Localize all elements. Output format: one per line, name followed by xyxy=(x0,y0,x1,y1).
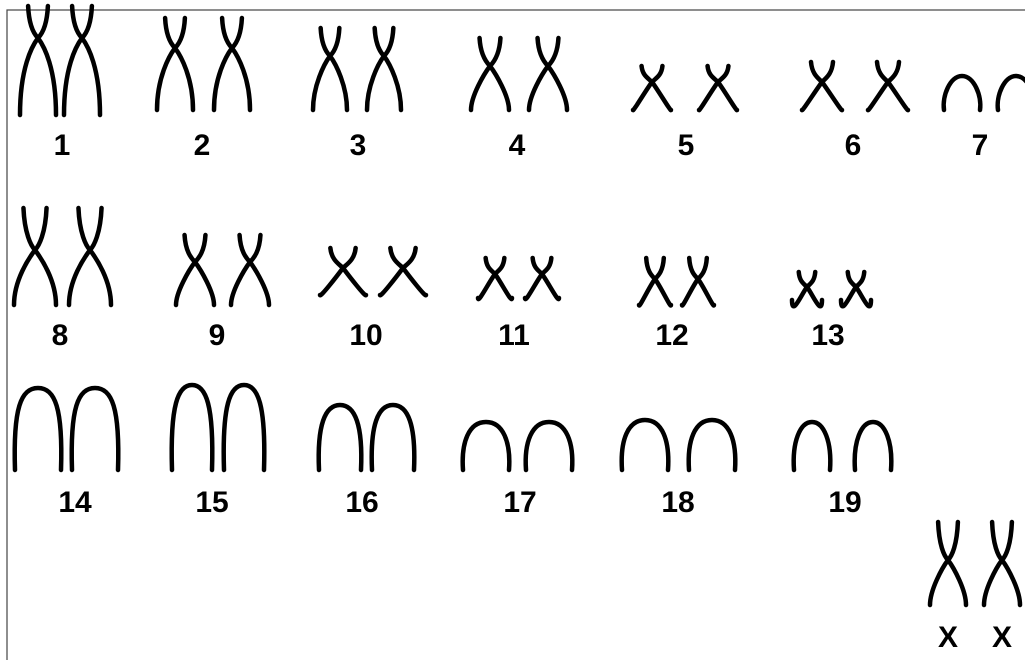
chromosome-pair-6: 6 xyxy=(802,62,908,162)
chromosome-4-b xyxy=(529,38,567,110)
chromosome-18-b xyxy=(689,420,736,470)
chromosome-pair-5: 5 xyxy=(633,66,737,162)
chromosome-label: 2 xyxy=(194,129,211,162)
chromosome-label: 3 xyxy=(350,129,367,162)
chromosome-1-a xyxy=(20,6,56,115)
chromosome-label: 5 xyxy=(678,129,695,162)
chromosome-label: X xyxy=(992,621,1012,654)
chromosome-pair-10: 10 xyxy=(320,248,426,352)
chromosome-17-b xyxy=(526,422,573,470)
chromosome-pair-18: 18 xyxy=(622,420,736,519)
chromosome-pair-11: 11 xyxy=(478,258,559,352)
chromosome-10-a xyxy=(320,248,366,295)
chromosome-11-b xyxy=(525,258,559,299)
chromosome-8-a xyxy=(14,208,56,305)
chromosome-pair-16: 16 xyxy=(319,405,415,519)
chromosome-3-b xyxy=(367,28,401,110)
chromosome-label: 16 xyxy=(345,486,378,519)
chromosome-label: 11 xyxy=(498,319,530,352)
chromosome-label: 10 xyxy=(349,319,382,352)
chromosome-label: 9 xyxy=(209,319,226,352)
chromosome-5-b xyxy=(699,66,737,110)
chromosome-label: 12 xyxy=(655,319,688,352)
chromosome-17-a xyxy=(463,422,510,470)
chromosome-9-a xyxy=(176,235,214,305)
chromosome-15-b xyxy=(224,385,265,470)
chromosome-14-a xyxy=(15,388,62,470)
chromosome-1-b xyxy=(64,6,100,115)
chromosome-label: 1 xyxy=(54,129,71,162)
chromosome-label: 4 xyxy=(509,129,526,162)
chromosome-6-b xyxy=(868,62,908,110)
chromosome-18-a xyxy=(622,420,669,470)
chromosome-12-b xyxy=(682,258,714,305)
chromosome-19-a xyxy=(794,422,831,470)
chromosome-4-a xyxy=(471,38,509,110)
chromosome-label: 13 xyxy=(811,319,844,352)
chromosome-pair-14: 14 xyxy=(15,388,119,519)
chromosome-pair-15: 15 xyxy=(172,385,265,519)
chromosome-2-b xyxy=(214,18,250,110)
chromosome-13-b xyxy=(841,272,871,306)
chromosome-2-a xyxy=(157,18,193,110)
chromosome-16-b xyxy=(372,405,415,470)
chromosome-8-b xyxy=(69,208,111,305)
chromosome-13-a xyxy=(792,272,822,306)
chromosome-7-a xyxy=(944,76,981,110)
chromosome-x-a xyxy=(930,522,966,605)
chromosome-pair-4: 4 xyxy=(471,38,567,162)
chromosome-9-b xyxy=(231,235,269,305)
chromosome-3-a xyxy=(313,28,347,110)
chromosome-10-b xyxy=(380,248,426,295)
chromosome-pair-9: 9 xyxy=(176,235,269,352)
chromosome-pair-7: 7 xyxy=(944,76,1025,162)
chromosome-pair-8: 8 xyxy=(14,208,111,352)
chromosome-6-a xyxy=(802,62,842,110)
chromosome-label: 14 xyxy=(58,486,92,519)
chromosome-7-b xyxy=(998,76,1025,110)
chromosome-label: 18 xyxy=(661,486,694,519)
chromosome-14-b xyxy=(72,388,119,470)
chromosome-label: X xyxy=(938,621,958,654)
chromosome-pair-3: 3 xyxy=(313,28,401,162)
chromosome-pair-1: 1 xyxy=(20,6,100,162)
chromosome-19-b xyxy=(855,422,892,470)
chromosome-label: 19 xyxy=(828,486,861,519)
chromosome-11-a xyxy=(478,258,512,299)
chromosome-x-b xyxy=(984,522,1020,605)
chromosome-label: 8 xyxy=(52,319,69,352)
chromosome-label: 6 xyxy=(845,129,862,162)
chromosome-5-a xyxy=(633,66,671,110)
chromosome-label: 7 xyxy=(972,129,989,162)
chromosome-12-a xyxy=(639,258,671,305)
chromosome-label: 15 xyxy=(195,486,228,519)
chromosome-pair-19: 19 xyxy=(794,422,892,519)
chromosome-pair-13: 13 xyxy=(792,272,871,352)
chromosome-16-a xyxy=(319,405,362,470)
chromosome-pair-2: 2 xyxy=(157,18,250,162)
chromosome-pair-12: 12 xyxy=(639,258,714,352)
chromosome-label: 17 xyxy=(503,486,536,519)
chromosome-pair-17: 17 xyxy=(463,422,573,519)
chromosome-15-a xyxy=(172,385,213,470)
